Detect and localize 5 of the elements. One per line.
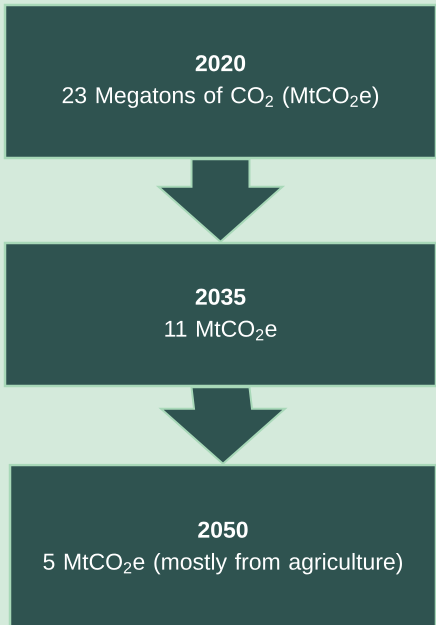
year-box: 2035 11 MtCO$_{2}$e <box>4 242 436 388</box>
block-arrow <box>156 158 286 244</box>
year-box: 2050 5 MtCO$_{2}$e (mostly from agriculture) <box>8 464 436 625</box>
block-arrow <box>158 386 288 466</box>
year-box: 2020 23 Megatons of CO$_{2}$ (MtCO$_{2}$e) <box>4 4 436 160</box>
